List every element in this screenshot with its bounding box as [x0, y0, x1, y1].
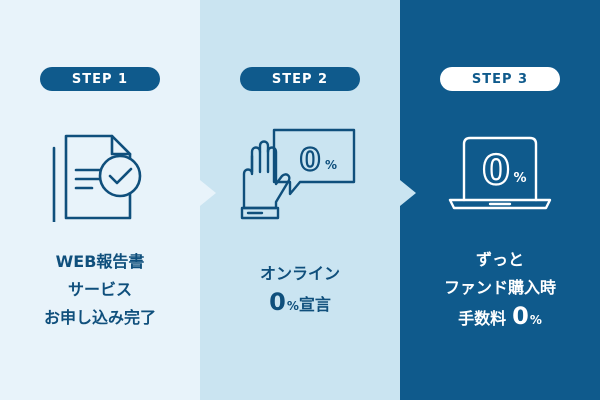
step-3-line: 手数料 0%: [400, 302, 600, 334]
step-1-line: サービス: [67, 280, 132, 299]
laptop-zero-percent-icon: 0 %: [448, 136, 552, 210]
step-1-badge: STEP 1: [40, 67, 160, 91]
step-2-zero: 0: [269, 288, 286, 316]
step-2-text: オンライン 0%宣言: [200, 260, 400, 320]
step-3-text: ずっと ファンド購入時 手数料 0%: [400, 246, 600, 334]
step-3-badge: STEP 3: [440, 67, 560, 91]
step-2-panel: [200, 0, 400, 400]
document-check-icon: [52, 134, 142, 222]
chevron-right-icon: [200, 180, 216, 206]
bubble-percent: %: [325, 158, 337, 172]
screen-percent: %: [513, 171, 526, 186]
raised-hand-speech-bubble-icon: 0 %: [240, 128, 356, 220]
step-2-line: オンライン: [259, 264, 340, 283]
step-1-panel: [0, 0, 200, 400]
step-3-line: ずっと: [475, 250, 524, 269]
step-2-line: 0%宣言: [200, 288, 400, 320]
step-1-line: お申し込み完了: [43, 308, 156, 327]
step-2-badge: STEP 2: [240, 67, 360, 91]
step-2-percent: %: [286, 299, 299, 313]
step-3-line: ファンド購入時: [443, 278, 556, 297]
screen-zero: 0: [482, 148, 510, 194]
chevron-right-icon: [400, 180, 416, 206]
step-3-lead: 手数料: [458, 309, 507, 328]
step-3-percent: %: [529, 313, 542, 327]
step-1-text: WEB報告書 サービス お申し込み完了: [0, 248, 200, 332]
step-2-rest: 宣言: [298, 295, 331, 314]
bubble-zero: 0: [300, 143, 321, 178]
step-1-line: WEB報告書: [55, 252, 145, 271]
step-3-zero: 0: [512, 302, 529, 330]
